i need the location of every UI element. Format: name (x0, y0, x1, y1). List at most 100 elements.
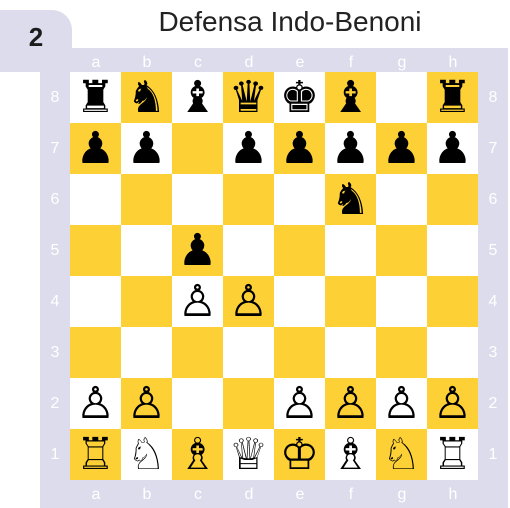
square-g6[interactable] (376, 174, 427, 225)
square-f2[interactable]: ♙ (325, 378, 376, 429)
pawn-black-f7-icon[interactable]: ♟ (325, 123, 376, 174)
square-d2[interactable] (223, 378, 274, 429)
file-label-c-bottom: c (172, 487, 224, 503)
square-c3[interactable] (172, 327, 223, 378)
square-d8[interactable]: ♛ (223, 72, 274, 123)
square-a5[interactable] (70, 225, 121, 276)
square-h3[interactable] (427, 327, 478, 378)
square-h8[interactable]: ♜ (427, 72, 478, 123)
square-h4[interactable] (427, 276, 478, 327)
square-a1[interactable]: ♖ (70, 429, 121, 480)
knight-black-f6-icon[interactable]: ♞ (325, 174, 376, 225)
square-g8[interactable] (376, 72, 427, 123)
rank-label-1-right: 1 (483, 447, 503, 463)
square-f3[interactable] (325, 327, 376, 378)
pawn-white-f2-icon[interactable]: ♙ (325, 378, 376, 429)
queen-white-d1-icon[interactable]: ♕ (223, 429, 274, 480)
pawn-black-g7-icon[interactable]: ♟ (376, 123, 427, 174)
square-c7[interactable] (172, 123, 223, 174)
square-b4[interactable] (121, 276, 172, 327)
king-white-e1-icon[interactable]: ♔ (274, 429, 325, 480)
square-b7[interactable]: ♟ (121, 123, 172, 174)
square-d1[interactable]: ♕ (223, 429, 274, 480)
square-b6[interactable] (121, 174, 172, 225)
square-g4[interactable] (376, 276, 427, 327)
square-b2[interactable]: ♙ (121, 378, 172, 429)
square-f8[interactable]: ♝ (325, 72, 376, 123)
square-e2[interactable]: ♙ (274, 378, 325, 429)
square-a7[interactable]: ♟ (70, 123, 121, 174)
king-black-e8-icon[interactable]: ♚ (274, 72, 325, 123)
square-g5[interactable] (376, 225, 427, 276)
pawn-black-c5-icon[interactable]: ♟ (172, 225, 223, 276)
pawn-white-h2-icon[interactable]: ♙ (427, 378, 478, 429)
pawn-white-b2-icon[interactable]: ♙ (121, 378, 172, 429)
square-f6[interactable]: ♞ (325, 174, 376, 225)
square-e3[interactable] (274, 327, 325, 378)
square-a8[interactable]: ♜ (70, 72, 121, 123)
square-c1[interactable]: ♗ (172, 429, 223, 480)
pawn-black-e7-icon[interactable]: ♟ (274, 123, 325, 174)
bishop-black-f8-icon[interactable]: ♝ (325, 72, 376, 123)
pawn-white-g2-icon[interactable]: ♙ (376, 378, 427, 429)
square-a3[interactable] (70, 327, 121, 378)
knight-black-b8-icon[interactable]: ♞ (121, 72, 172, 123)
rook-white-h1-icon[interactable]: ♖ (427, 429, 478, 480)
square-f1[interactable]: ♗ (325, 429, 376, 480)
pawn-white-e2-icon[interactable]: ♙ (274, 378, 325, 429)
pawn-black-b7-icon[interactable]: ♟ (121, 123, 172, 174)
square-f5[interactable] (325, 225, 376, 276)
pawn-white-a2-icon[interactable]: ♙ (70, 378, 121, 429)
square-f4[interactable] (325, 276, 376, 327)
square-e1[interactable]: ♔ (274, 429, 325, 480)
rook-black-a8-icon[interactable]: ♜ (70, 72, 121, 123)
square-h6[interactable] (427, 174, 478, 225)
square-c8[interactable]: ♝ (172, 72, 223, 123)
square-e8[interactable]: ♚ (274, 72, 325, 123)
square-d3[interactable] (223, 327, 274, 378)
square-b5[interactable] (121, 225, 172, 276)
square-d6[interactable] (223, 174, 274, 225)
square-b1[interactable]: ♘ (121, 429, 172, 480)
square-c4[interactable]: ♙ (172, 276, 223, 327)
pawn-black-a7-icon[interactable]: ♟ (70, 123, 121, 174)
square-a6[interactable] (70, 174, 121, 225)
square-c5[interactable]: ♟ (172, 225, 223, 276)
square-e4[interactable] (274, 276, 325, 327)
knight-white-b1-icon[interactable]: ♘ (121, 429, 172, 480)
rank-label-3-left: 3 (45, 345, 65, 361)
pawn-white-c4-icon[interactable]: ♙ (172, 276, 223, 327)
square-d5[interactable] (223, 225, 274, 276)
bishop-white-f1-icon[interactable]: ♗ (325, 429, 376, 480)
square-b8[interactable]: ♞ (121, 72, 172, 123)
rook-white-a1-icon[interactable]: ♖ (70, 429, 121, 480)
square-g3[interactable] (376, 327, 427, 378)
square-g2[interactable]: ♙ (376, 378, 427, 429)
square-g7[interactable]: ♟ (376, 123, 427, 174)
bishop-white-c1-icon[interactable]: ♗ (172, 429, 223, 480)
square-b3[interactable] (121, 327, 172, 378)
pawn-black-d7-icon[interactable]: ♟ (223, 123, 274, 174)
square-a2[interactable]: ♙ (70, 378, 121, 429)
square-h7[interactable]: ♟ (427, 123, 478, 174)
square-g1[interactable]: ♘ (376, 429, 427, 480)
square-e7[interactable]: ♟ (274, 123, 325, 174)
square-h1[interactable]: ♖ (427, 429, 478, 480)
file-label-f-bottom: f (325, 487, 377, 503)
square-h2[interactable]: ♙ (427, 378, 478, 429)
square-h5[interactable] (427, 225, 478, 276)
queen-black-d8-icon[interactable]: ♛ (223, 72, 274, 123)
square-d7[interactable]: ♟ (223, 123, 274, 174)
square-e5[interactable] (274, 225, 325, 276)
pawn-white-d4-icon[interactable]: ♙ (223, 276, 274, 327)
rook-black-h8-icon[interactable]: ♜ (427, 72, 478, 123)
square-c2[interactable] (172, 378, 223, 429)
bishop-black-c8-icon[interactable]: ♝ (172, 72, 223, 123)
square-a4[interactable] (70, 276, 121, 327)
square-f7[interactable]: ♟ (325, 123, 376, 174)
knight-white-g1-icon[interactable]: ♘ (376, 429, 427, 480)
square-e6[interactable] (274, 174, 325, 225)
pawn-black-h7-icon[interactable]: ♟ (427, 123, 478, 174)
square-c6[interactable] (172, 174, 223, 225)
square-d4[interactable]: ♙ (223, 276, 274, 327)
